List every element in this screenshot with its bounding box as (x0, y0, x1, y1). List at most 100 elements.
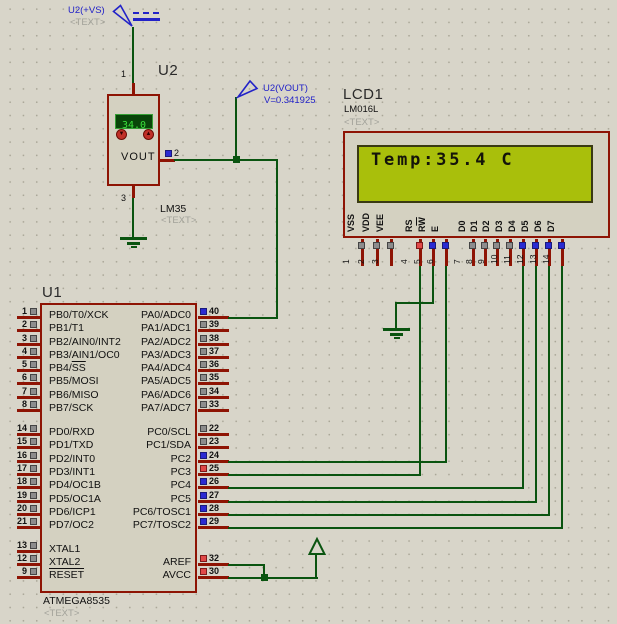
wire (276, 159, 278, 319)
pin-stub (444, 239, 448, 266)
pin-stub (17, 446, 40, 449)
pin-state-square (415, 242, 423, 249)
pin-number: 23 (209, 436, 220, 446)
pin-name: XTAL1 (49, 543, 81, 555)
pin-state-square (30, 348, 37, 355)
voltage-probe-vout-icon[interactable] (235, 79, 259, 99)
pin-state-square (30, 452, 37, 459)
pin-name: PA1/ADC1 (141, 322, 191, 334)
pin-stub (389, 239, 393, 266)
pin-state-square (200, 308, 207, 315)
pin-state-square (200, 438, 207, 445)
pin-state-square (428, 242, 436, 249)
power-terminal-icon (307, 536, 327, 555)
pin-state-square (518, 242, 526, 249)
probe-vout-value: V=0.341925 (264, 95, 316, 106)
pin-state-square (200, 321, 207, 328)
wire (228, 577, 318, 579)
pin-number: 39 (209, 319, 220, 329)
lm35-temperature-display: 34.0 (115, 114, 153, 131)
pin-stub (198, 446, 229, 449)
pin-stub (198, 473, 229, 476)
pin-name: PD7/OC2 (49, 519, 94, 531)
pin-state-square (200, 374, 207, 381)
pin-name: PC6/TOSC1 (132, 506, 191, 518)
pin-stub (198, 396, 229, 399)
voltage-probe-vs-icon[interactable] (112, 4, 133, 27)
pin-state-square (30, 478, 37, 485)
pin-state-square (200, 568, 207, 575)
pin-stub (198, 356, 229, 359)
pin-stub (198, 500, 229, 503)
pin-state-square (30, 505, 37, 512)
pin-state-square (30, 425, 37, 432)
pin-number: 28 (209, 503, 220, 513)
power-symbol-dashed-bar (133, 12, 159, 14)
pin-state-square (531, 242, 539, 249)
lm35-increment-button[interactable]: ▲ (143, 129, 154, 140)
pin-number: 21 (16, 516, 27, 526)
pin-number: 38 (209, 333, 220, 343)
pin-number: 37 (209, 346, 220, 356)
pin-name: PB1/T1 (49, 322, 85, 334)
pin-state-square (200, 518, 207, 525)
pin-name: PB5/MOSI (49, 375, 99, 387)
pin-stub (132, 83, 135, 94)
pin-stub (198, 460, 229, 463)
pin-state-square (200, 492, 207, 499)
pin-stub (198, 382, 229, 385)
pin-state-square (372, 242, 380, 249)
pin-stub (198, 576, 229, 579)
pin-number: 33 (209, 399, 220, 409)
pin-number: 32 (209, 553, 220, 563)
lcd-ref-label: LCD1 (343, 86, 384, 103)
mcu-body[interactable] (40, 303, 197, 593)
pin-state-square (30, 518, 37, 525)
pin-state-square (386, 242, 394, 249)
wire (432, 266, 434, 304)
pin-number: 34 (209, 386, 220, 396)
pin-state-square (200, 335, 207, 342)
pin-state-square (200, 401, 207, 408)
lm35-decrement-button[interactable]: ▼ (116, 129, 127, 140)
pin-number: 9 (21, 566, 27, 576)
probe-vs-text-placeholder: <TEXT> (70, 17, 106, 28)
pin-number: 27 (209, 490, 220, 500)
pin-stub (17, 409, 40, 412)
wire (228, 501, 537, 503)
pin-stub (495, 239, 499, 266)
pin-state-square (30, 555, 37, 562)
pin-name: PA5/ADC5 (141, 375, 191, 387)
pin-stub (17, 576, 40, 579)
pin-state-square (30, 308, 37, 315)
wire (548, 266, 550, 516)
pin-name: PB2/AIN0/INT2 (49, 336, 121, 348)
pin-state-square (30, 361, 37, 368)
pin-name: AREF (162, 556, 191, 568)
pin-stub (198, 343, 229, 346)
pin-name: AVCC (162, 569, 191, 581)
wire-junction (233, 156, 240, 163)
pin-stub (17, 329, 40, 332)
wire (535, 266, 537, 503)
pin-number: 35 (209, 372, 220, 382)
pin-number: 20 (16, 503, 27, 513)
pin-state-square (557, 242, 565, 249)
lm35-body[interactable] (107, 94, 160, 186)
pin-stub (17, 486, 40, 489)
pin-number: 12 (16, 553, 27, 563)
pin-number: 18 (16, 476, 27, 486)
probe-vs-label: U2(+VS) (68, 5, 105, 16)
pin-stub (17, 356, 40, 359)
pin-name: PA4/ADC4 (141, 362, 191, 374)
power-symbol-solid-bar (133, 18, 160, 21)
pin-stub (534, 239, 538, 266)
wire (445, 266, 447, 463)
wire (263, 564, 265, 579)
pin-stub (360, 239, 364, 266)
lcd-screen-text: Temp:35.4 C (371, 150, 515, 170)
pin-name: PB0/T0/XCK (49, 309, 109, 321)
ground-icon (131, 246, 137, 248)
pin-stub (17, 396, 40, 399)
